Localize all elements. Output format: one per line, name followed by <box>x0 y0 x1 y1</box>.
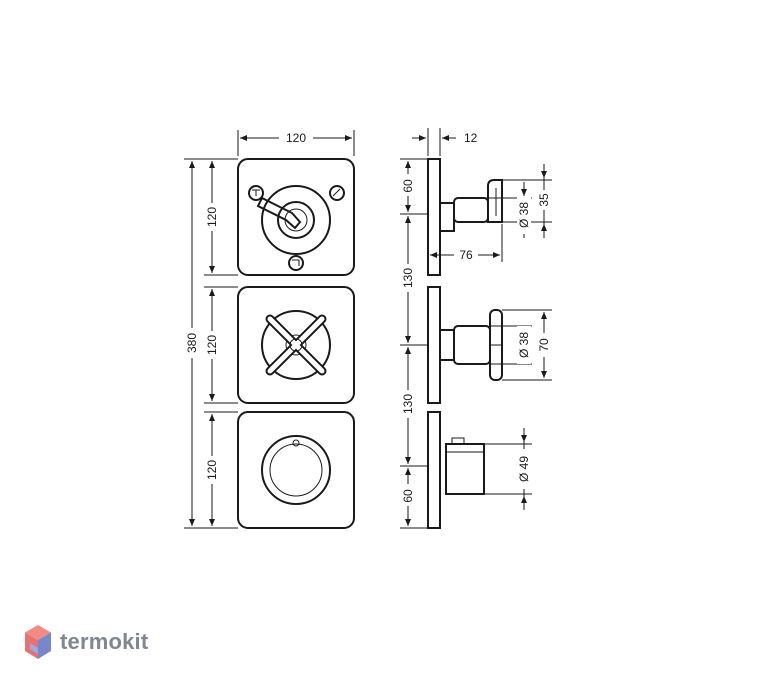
top-width-label: 120 <box>286 131 306 145</box>
thermostat-plate <box>237 411 355 529</box>
watermark-text: termokit <box>60 629 149 654</box>
diverter-plate <box>237 158 355 276</box>
termokit-watermark: termokit <box>24 624 148 660</box>
total-height-label: 380 <box>185 333 199 353</box>
thermostat-side <box>445 437 485 495</box>
side-bottom-label: 60 <box>401 489 415 503</box>
plate-3-height-label: 120 <box>205 460 219 480</box>
front-dimensions: 120 380 120 120 120 <box>184 130 355 529</box>
cross-height-label: 70 <box>537 338 551 352</box>
front-view <box>237 158 355 529</box>
shower-head-icon <box>248 185 264 201</box>
cross-side <box>439 309 503 381</box>
diverter-diameter-label: Ø 38 <box>517 202 531 228</box>
plate-thickness-label: 12 <box>464 131 478 145</box>
diverter-side <box>439 179 503 232</box>
side-gap-2-label: 130 <box>401 394 415 414</box>
side-dimensions: 12 60 130 130 60 76 Ø 38 <box>400 128 552 529</box>
bath-spout-icon <box>288 255 304 271</box>
side-top-label: 60 <box>401 179 415 193</box>
cross-diameter-label: Ø 38 <box>517 332 531 358</box>
side-gap-1-label: 130 <box>401 268 415 288</box>
hand-shower-icon <box>329 185 345 201</box>
plate-2-height-label: 120 <box>205 335 219 355</box>
termokit-logo-icon <box>25 625 51 659</box>
plate-1-height-label: 120 <box>205 207 219 227</box>
handle-depth-label: 76 <box>459 248 473 262</box>
thermostat-diameter-label: Ø 49 <box>517 456 531 482</box>
cross-handle-plate <box>237 286 355 404</box>
side-view <box>427 158 503 529</box>
diverter-height-label: 35 <box>537 193 551 207</box>
